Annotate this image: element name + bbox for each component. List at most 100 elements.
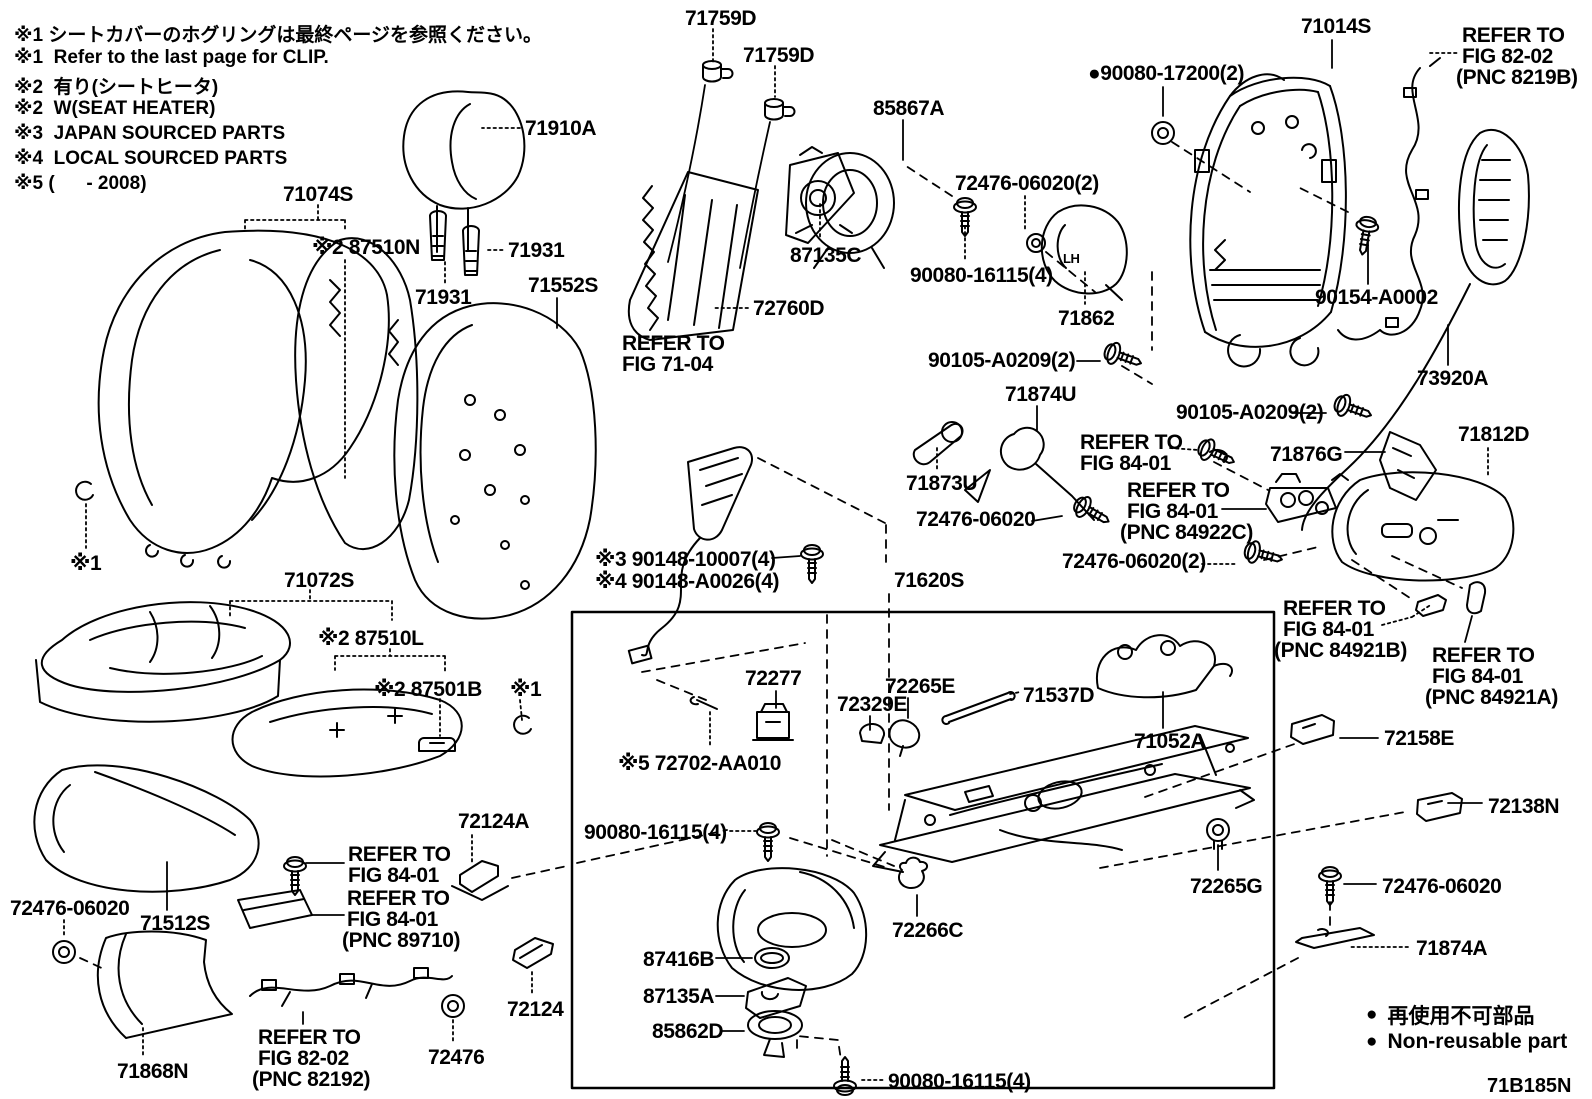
backboard-harness-sketch	[1337, 57, 1441, 341]
part-number-label: 71910A	[525, 117, 597, 140]
part-number-label: 87135A	[643, 985, 715, 1008]
non-reusable-bullet: ●	[1366, 1004, 1378, 1025]
part-number-label: 71014S	[1301, 15, 1372, 38]
note-line: ※2 W(SEAT HEATER)	[14, 98, 216, 119]
part-number-label: 71876G	[1270, 443, 1343, 466]
part-number-label: 72265G	[1190, 875, 1263, 898]
refer-label: REFER TO	[1127, 479, 1230, 502]
bracket-71876-sketch	[1379, 431, 1437, 501]
lh-marking: LH	[1063, 251, 1080, 266]
refer-label: FIG 82-02	[1462, 45, 1553, 68]
part-number-label: 72265E	[885, 675, 956, 698]
refer-label: FIG 84-01	[1080, 452, 1171, 475]
refer-label: FIG 71-04	[622, 353, 713, 376]
refer-label: (PNC 82192)	[252, 1068, 371, 1091]
part-number-label: 85867A	[873, 97, 945, 120]
note-line: ※5 ( - 2008)	[14, 173, 147, 194]
part-number-label: 72266C	[892, 919, 964, 942]
part-number-label: 72158E	[1384, 727, 1455, 750]
refer-label: (PNC 84922C)	[1120, 521, 1253, 544]
belt-anchor-sketch	[912, 421, 1095, 521]
part-number-label: 71931	[508, 239, 565, 262]
part-number-label: 71812D	[1458, 423, 1530, 446]
part-number-label: 71512S	[140, 912, 211, 935]
cushion-harness-sketch	[249, 967, 453, 1007]
part-number-label: 85862D	[652, 1020, 724, 1043]
seatback-pad-sketch	[294, 237, 419, 550]
refer-label: FIG 84-01	[1432, 665, 1523, 688]
part-number-label: 72277	[745, 667, 802, 690]
refer-label: REFER TO	[258, 1026, 361, 1049]
leader-lines	[63, 28, 1489, 1081]
part-number-label: 71074S	[283, 183, 354, 206]
part-number-label: 72476-06020(2)	[955, 172, 1099, 195]
part-number-label: 72476	[428, 1046, 485, 1069]
part-number-label: 71931	[415, 286, 472, 309]
part-number-label: 71862	[1058, 307, 1115, 330]
cushion-pad-sketch	[231, 688, 463, 778]
refer-label: (PNC 8219B)	[1456, 66, 1578, 89]
refer-label: FIG 84-01	[1283, 618, 1374, 641]
part-number-label: 71874U	[1005, 383, 1077, 406]
part-number-label: 71052A	[1134, 730, 1206, 753]
refer-label: REFER TO	[1432, 644, 1535, 667]
part-number-label: ※4 90148-A0026(4)	[595, 570, 780, 593]
part-number-label: 90154-A0002	[1315, 286, 1438, 309]
cushion-sketch	[35, 601, 291, 723]
part-number-label: 90080-16115(4)	[888, 1070, 1031, 1093]
part-number-label: 90105-A0209(2)	[1176, 401, 1324, 424]
part-number-label: 90105-A0209(2)	[928, 349, 1076, 372]
legend-non-reusable-jp: ● 再使用不可部品	[1366, 1000, 1534, 1030]
refer-label: FIG 84-01	[348, 864, 439, 887]
part-number-label: 72138N	[1488, 795, 1560, 818]
part-number-label: 71759D	[743, 44, 815, 67]
refer-label: (PNC 84921B)	[1274, 639, 1407, 662]
seatback-frame-cover-sketch	[393, 302, 597, 620]
note-line: ※3 JAPAN SOURCED PARTS	[14, 123, 286, 144]
part-number-label: 71873U	[906, 472, 978, 495]
belt-guide-sketch	[1040, 204, 1128, 301]
part-number-label: 90080-16115(4)	[910, 264, 1053, 287]
heater-controller-sketch	[237, 889, 313, 929]
legend-non-reusable-en: ● Non-reusable part	[1366, 1030, 1567, 1054]
part-number-label: ※2 87510L	[318, 627, 424, 650]
note-line: ※2 有り(シートヒータ)	[14, 77, 219, 98]
refer-label: FIG 82-02	[258, 1047, 349, 1070]
note-line: ※1 シートカバーのホグリングは最終ページを参照ください。	[14, 25, 542, 46]
assembly-box	[570, 610, 1276, 1090]
part-number-label: 71868N	[117, 1060, 189, 1083]
refer-label: REFER TO	[348, 843, 451, 866]
refer-label: (PNC 89710)	[342, 929, 461, 952]
part-number-label: 71759D	[685, 7, 757, 30]
part-number-label: 72476-06020	[10, 897, 130, 920]
note-ref-label: ※1	[70, 552, 102, 575]
lumbar-mat-sketch	[627, 171, 759, 341]
refer-label: REFER TO	[347, 887, 450, 910]
part-number-label: 71072S	[284, 569, 355, 592]
headrest-sketch	[402, 90, 526, 253]
side-shield-sketch	[1301, 128, 1530, 531]
duct-bracket-sketch	[1095, 634, 1233, 699]
cushion-cover-lower-sketch	[33, 764, 260, 893]
legend-text-jp: 再使用不可部品	[1387, 1005, 1535, 1028]
seat-motor-sketch	[785, 146, 855, 244]
part-number-label: ※3 90148-10007(4)	[595, 548, 776, 571]
note-line: ※4 LOCAL SOURCED PARTS	[14, 148, 288, 169]
headrest-guide-sketch	[429, 210, 480, 276]
part-number-label: 72760D	[753, 297, 825, 320]
legend-text-en: Non-reusable part	[1387, 1030, 1568, 1053]
floor-shield-sketch	[716, 867, 868, 991]
part-number-label: 72124	[507, 998, 564, 1021]
refer-label: REFER TO	[622, 332, 725, 355]
part-number-label: 71537D	[1023, 684, 1095, 707]
refer-label: REFER TO	[1462, 24, 1565, 47]
refer-label: FIG 84-01	[347, 908, 438, 931]
part-number-label: 72329E	[837, 693, 908, 716]
part-number-label: 90080-16115(4)	[584, 821, 727, 844]
part-number-label: 72476-06020	[916, 508, 1036, 531]
part-number-label: 71552S	[528, 274, 599, 297]
refer-label: (PNC 84921A)	[1425, 686, 1558, 709]
refer-label: REFER TO	[1080, 431, 1183, 454]
seatback-cover-sketch	[97, 229, 390, 569]
